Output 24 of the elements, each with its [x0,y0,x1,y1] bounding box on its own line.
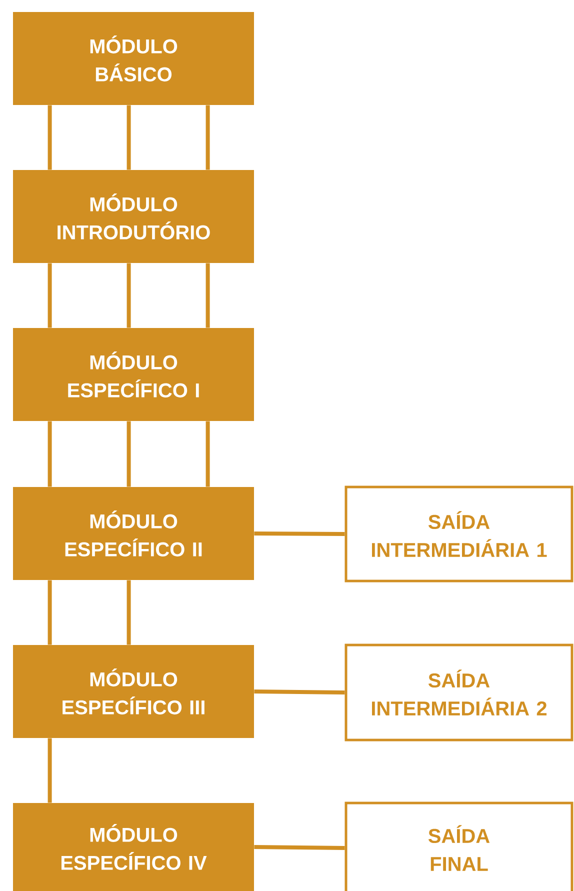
connector-line [206,105,210,170]
connector-line [48,580,52,645]
connector-line [48,263,52,328]
connector-line [254,845,345,850]
module-box: MÓDULO ESPECÍFICO III [13,645,254,738]
module-box: MÓDULO ESPECÍFICO IV [13,803,254,891]
connector-line [126,580,131,645]
module-box: MÓDULO INTRODUTÓRIO [13,170,254,263]
connector-line [254,532,345,536]
connector-line [206,263,210,328]
exit-box: SAÍDA INTERMEDIÁRIA 1 [344,486,574,582]
connector-line [254,690,345,694]
module-box: MÓDULO ESPECÍFICO II [13,487,254,580]
module-box: MÓDULO ESPECÍFICO I [13,328,254,421]
connector-line [48,421,52,487]
connector-line [126,105,131,170]
exit-box: SAÍDA FINAL [344,802,574,891]
exit-box: SAÍDA INTERMEDIÁRIA 2 [344,644,574,742]
connector-line [48,738,52,803]
connector-line [126,263,131,328]
module-box: MÓDULO BÁSICO [13,12,254,105]
connector-line [126,421,131,487]
connector-line [48,105,52,170]
connector-line [206,421,210,487]
